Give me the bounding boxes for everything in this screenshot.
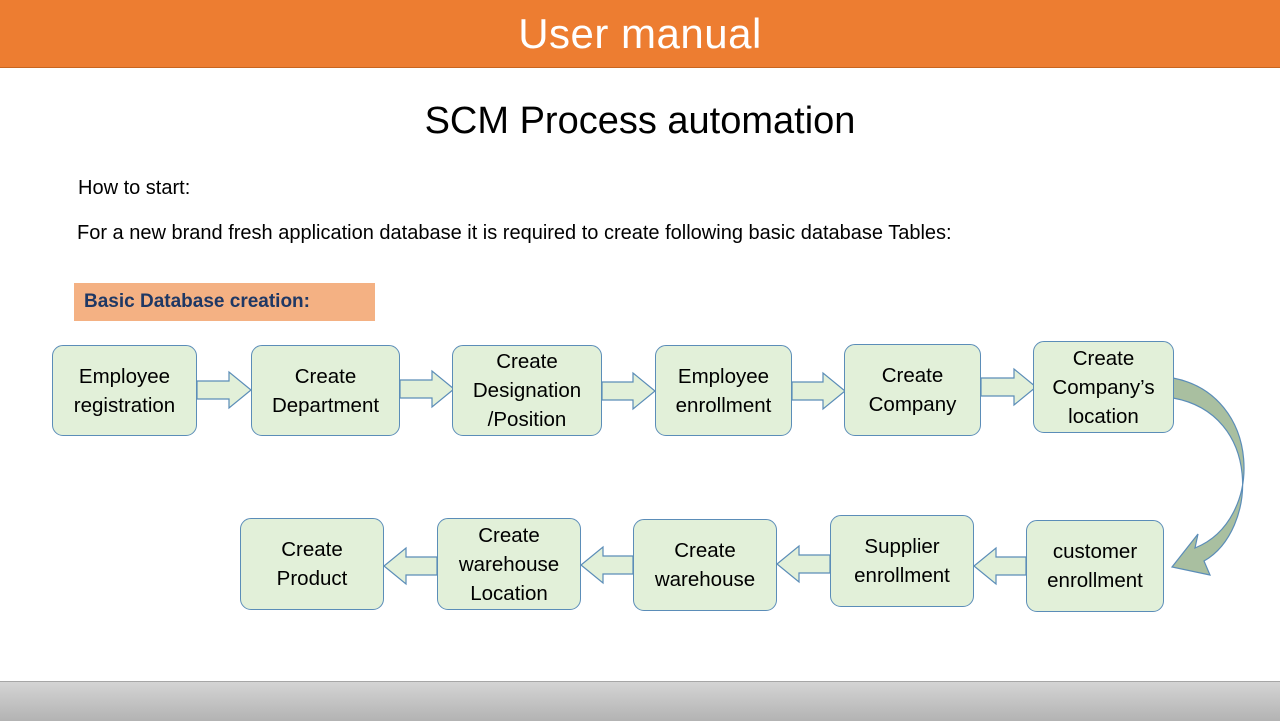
flow-arrow-row2-2 (776, 544, 831, 584)
header-bar: User manual (0, 0, 1280, 68)
flow-arrow-row1-3 (601, 371, 656, 411)
flow-node-label: Create Company (868, 364, 957, 416)
flow-node-create-designation: Create Designation /Position (452, 345, 602, 436)
description-text: For a new brand fresh application databa… (77, 222, 952, 244)
flow-node-create-warehouse-location: Create warehouse Location (437, 518, 581, 610)
flow-node-create-department: Create Department (251, 345, 400, 436)
footer-bar (0, 681, 1280, 721)
flow-arrow-row2-3 (580, 545, 634, 585)
flow-node-employee-registration: Employee registration (52, 345, 197, 436)
flow-arrow-row1-4 (791, 371, 846, 411)
slide-title: SCM Process automation (424, 100, 856, 142)
flow-node-label: Employee enrollment (675, 364, 772, 417)
flow-arrow-row2-4 (383, 546, 438, 586)
flow-arrow-row1-2 (399, 369, 455, 409)
flow-node-label: Create Designation /Position (472, 350, 582, 431)
flow-node-label: customer enrollment (1047, 540, 1143, 592)
flow-node-supplier-enrollment: Supplier enrollment (830, 515, 974, 607)
flow-node-label: Create warehouse (654, 539, 756, 591)
flow-arrow-row2-1 (973, 546, 1027, 586)
flow-node-label: Create Product (276, 538, 348, 590)
flow-node-label: Create warehouse Location (458, 523, 560, 605)
flow-arrow-row1-5 (980, 367, 1037, 407)
flow-node-create-product: Create Product (240, 518, 384, 610)
flow-node-create-company-location: Create Company’s location (1033, 341, 1174, 433)
flow-node-customer-enrollment: customer enrollment (1026, 520, 1164, 612)
flow-node-employee-enrollment: Employee enrollment (655, 345, 792, 436)
intro-text: How to start: (78, 177, 191, 199)
header-title: User manual (518, 9, 762, 57)
flow-node-label: Employee registration (73, 364, 176, 417)
flow-node-label: Create Department (271, 364, 380, 417)
flow-node-label: Create Company’s location (1052, 346, 1155, 428)
curved-arrow (1170, 377, 1245, 576)
section-label: Basic Database creation: (74, 283, 375, 321)
flow-node-create-warehouse: Create warehouse (633, 519, 777, 611)
flow-arrow-row1-1 (196, 370, 252, 410)
flow-node-label: Supplier enrollment (854, 535, 950, 587)
flow-node-create-company: Create Company (844, 344, 981, 436)
